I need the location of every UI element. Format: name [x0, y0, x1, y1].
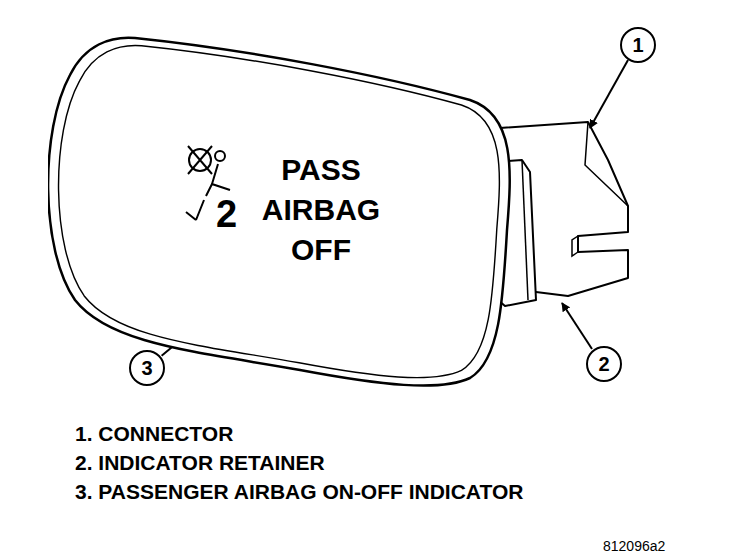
connector-notch — [572, 236, 578, 256]
callout-number: 3 — [141, 358, 152, 378]
callout-circle: 2 — [586, 346, 622, 382]
face-rim — [48, 38, 510, 386]
indicator-text: PASS AIRBAG OFF — [255, 150, 387, 270]
callout-circle: 1 — [620, 27, 656, 63]
leader-line — [590, 60, 628, 128]
airbag-icon-cross — [188, 146, 212, 174]
face-inner — [59, 45, 500, 377]
callout-circle: 3 — [129, 350, 165, 386]
legend-part-name: 1. CONNECTOR — [75, 422, 233, 446]
legend-part-name: 2. INDICATOR RETAINER — [75, 451, 325, 475]
icon-number: 2 — [216, 192, 256, 236]
callout-number: 2 — [598, 354, 609, 374]
connector-edge — [585, 122, 628, 206]
airbag-icon-head — [215, 151, 225, 161]
legend-part-name: 3. PASSENGER AIRBAG ON-OFF INDICATOR — [75, 480, 523, 504]
retainer-edge — [522, 160, 528, 300]
figure-number: 812096a2 — [603, 538, 665, 554]
callout-number: 1 — [632, 35, 643, 55]
indicator-face: 2PASS AIRBAG OFF — [48, 32, 513, 392]
leader-line — [562, 303, 592, 349]
